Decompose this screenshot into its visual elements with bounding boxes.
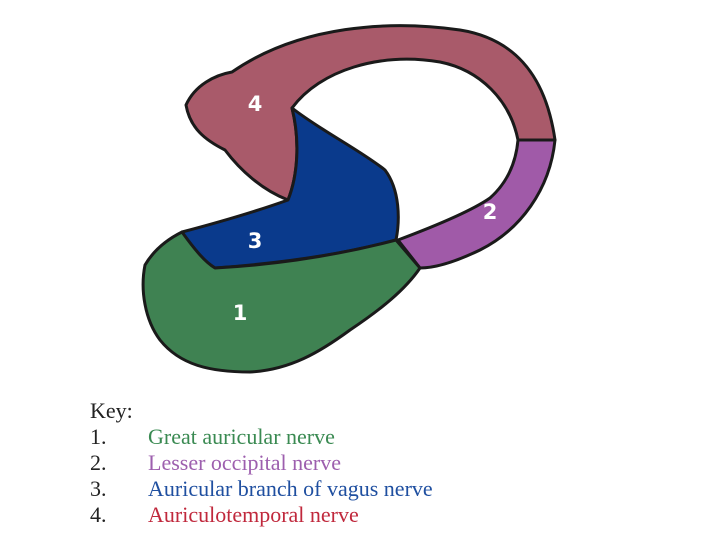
key-title: Key:	[90, 398, 133, 423]
key-item-number: 2.	[90, 450, 107, 475]
key-item-number: 3.	[90, 476, 107, 501]
key-item-label: Lesser occipital nerve	[148, 450, 342, 475]
key-item-1: 1. Great auricular nerve	[90, 424, 433, 450]
region-2-number: 2	[483, 200, 498, 224]
region-1-number: 1	[233, 301, 248, 325]
region-2-lesser-occipital	[396, 138, 557, 270]
key-item-label: Auricular branch of vagus nerve	[148, 476, 433, 501]
key-item-4: 4. Auriculotemporal nerve	[90, 502, 433, 528]
key-item-number: 1.	[90, 424, 107, 449]
ear-diagram: 4 2 3 1	[141, 24, 557, 374]
region-4-number: 4	[248, 92, 263, 116]
key-item-2: 2. Lesser occipital nerve	[90, 450, 433, 476]
key-item-3: 3. Auricular branch of vagus nerve	[90, 476, 433, 502]
key-legend: Key: 1. Great auricular nerve 2. Lesser …	[90, 398, 433, 528]
region-3-number: 3	[248, 229, 263, 253]
key-item-label: Auriculotemporal nerve	[148, 502, 359, 527]
key-item-label: Great auricular nerve	[148, 424, 335, 449]
region-4-auriculotemporal	[184, 24, 557, 202]
region-1-great-auricular	[141, 230, 422, 374]
key-item-number: 4.	[90, 502, 107, 527]
